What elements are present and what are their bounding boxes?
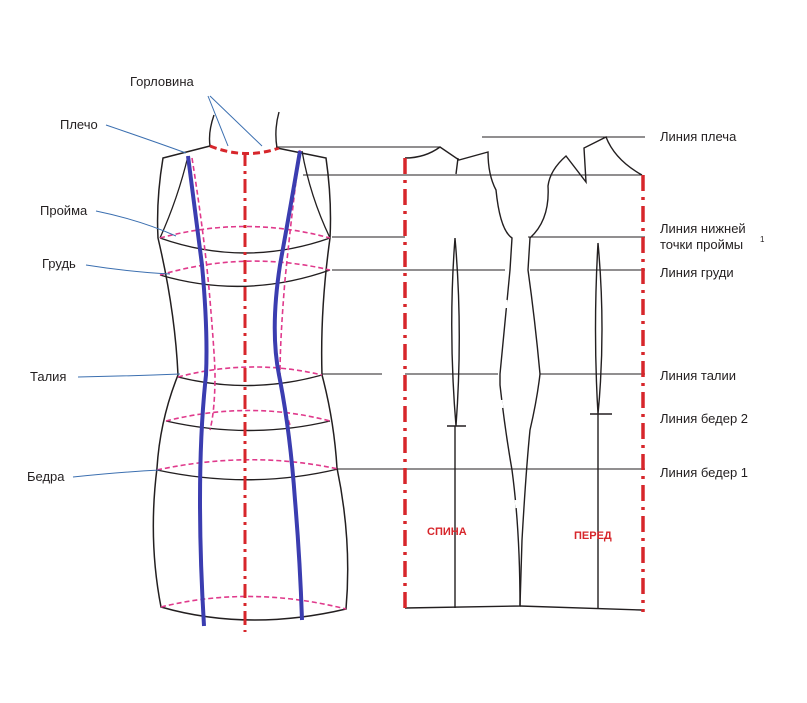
dress-form [152,111,349,632]
gap-back-1 [504,299,509,309]
label-chest-line: Линия груди [660,265,734,280]
leader-neckline-1 [207,95,229,147]
label-chest: Грудь [42,256,76,271]
armhole-dashed-arc [159,225,331,239]
label-shoulder: Плечо [60,117,98,132]
leader-shoulder [105,124,187,154]
hem-dashed-arc [160,595,347,610]
side-guide-left [191,157,216,431]
leader-armhole [95,210,177,237]
pattern-front [519,136,643,611]
back-dart [451,237,460,427]
body-silhouette [152,145,349,621]
leader-waist [77,373,181,378]
chest-solid-arc [159,269,331,288]
label-hip-line-1: Линия бедер 1 [660,465,748,480]
armhole-outline-right [301,150,331,239]
label-armhole-superscript: 1 [760,235,765,244]
label-armhole-line-2: точки проймы [660,237,743,252]
label-neckline: Горловина [130,74,194,89]
front-dart [594,242,603,415]
front-outline [519,136,643,607]
pattern-back [404,146,521,609]
label-armhole-line-1: Линия нижней [660,221,746,236]
back-outline [404,146,521,609]
hip1-solid-arc [156,468,339,481]
waist-solid-arc [177,374,323,387]
hip2-dashed-arc [165,409,331,422]
waist-dashed-arc [177,366,323,378]
leader-neckline-2 [209,95,263,147]
leader-hips [72,469,161,478]
chest-dashed-arc [159,260,331,276]
label-hip-line-2: Линия бедер 2 [660,411,748,426]
front-hem [519,605,643,611]
gap-back-2 [499,399,504,409]
leader-chest [85,264,171,275]
side-guide-right [279,149,301,426]
label-front: ПЕРЕД [574,530,612,542]
label-armhole: Пройма [40,203,88,218]
armhole-outline-left [159,155,189,239]
back-center-tick [455,157,459,175]
princess-seam-left [186,155,209,627]
label-waist: Талия [30,369,66,384]
left-labels: Горловина Плечо Пройма Грудь Талия Бедра [27,74,263,484]
pattern-gaps [499,299,519,509]
right-labels: Линия плеча Линия нижней точки проймы 1 … [660,129,765,480]
neck-outline [208,111,280,149]
hip1-dashed-arc [156,458,339,471]
gap-back-3 [514,499,519,509]
label-hips: Бедра [27,469,65,484]
label-shoulder-line: Линия плеча [660,129,737,144]
label-waist-line: Линия талии [660,368,736,383]
hip2-solid-arc [165,420,331,432]
label-back: СПИНА [427,526,467,538]
princess-seam-right [272,150,304,621]
